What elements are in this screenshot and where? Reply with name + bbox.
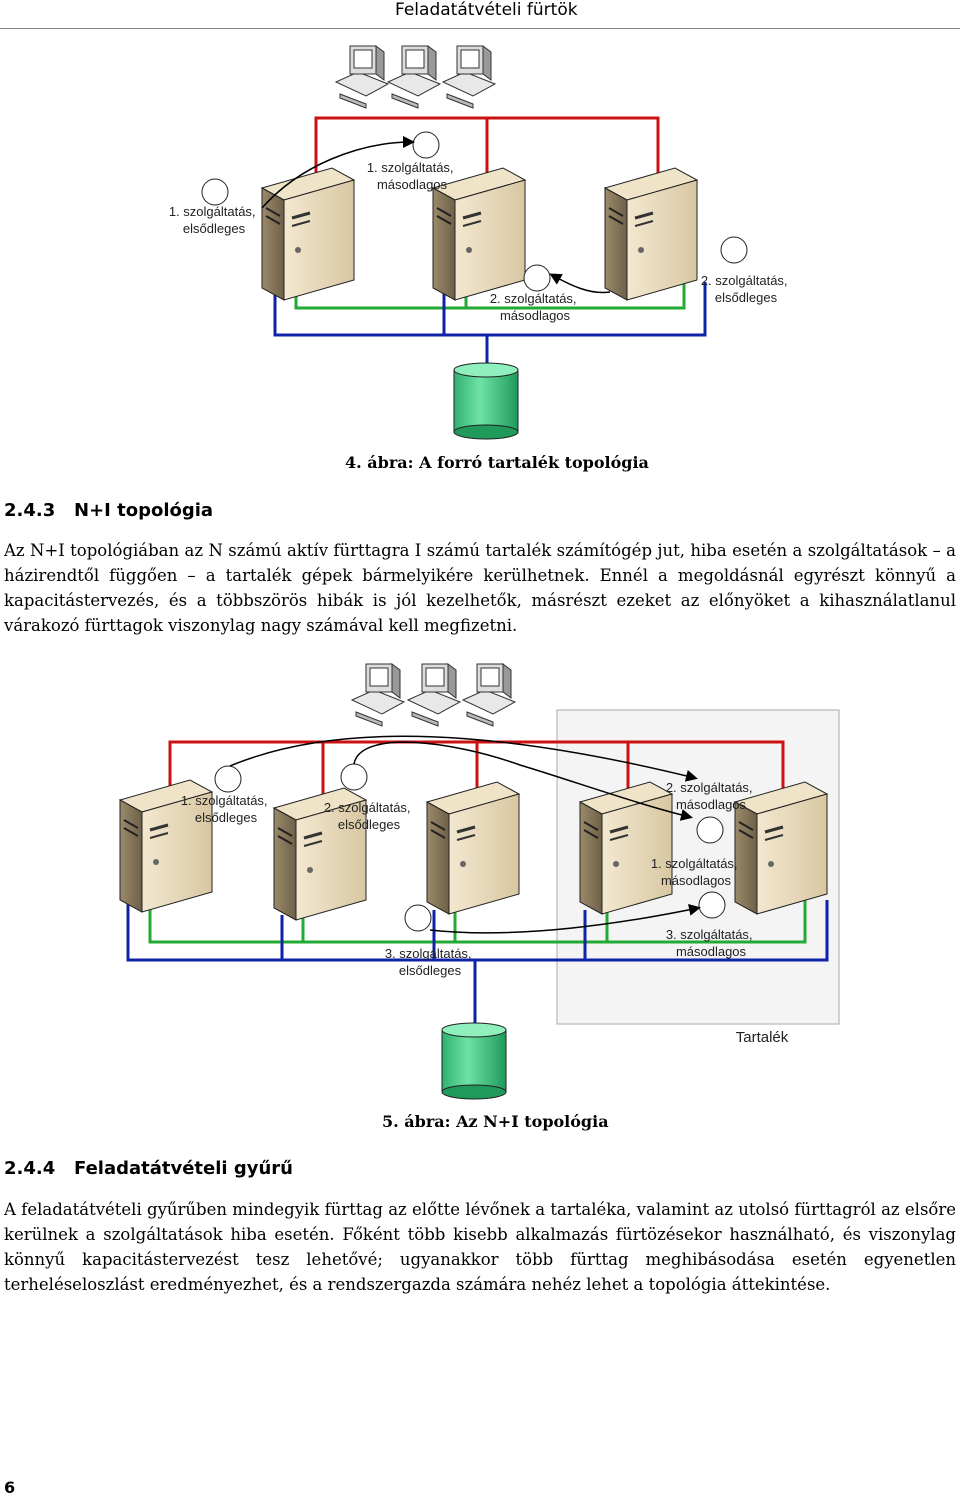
client-computer-icon: [442, 45, 496, 109]
section-2-4-3-paragraph: Az N+I topológiában az N számú aktív für…: [4, 541, 956, 635]
label-s2-primary: 2. szolgáltatás, elsődleges: [324, 800, 414, 832]
client-computer-icon: [335, 45, 389, 109]
service-circle-icon: [201, 178, 229, 206]
client-computer-icon: [351, 663, 405, 727]
section-2-4-4-paragraph: A feladatátvételi gyűrűben mindegyik für…: [4, 1200, 956, 1294]
heartbeat-network-green: [148, 895, 807, 944]
client-computer-icon: [387, 45, 441, 109]
shared-disk-icon: [441, 1022, 507, 1100]
section-title: Feladatátvételi gyűrű: [74, 1158, 293, 1179]
label-s1-secondary: 1. szolgáltatás, másodlagos: [367, 160, 457, 192]
label-s1-primary: 1. szolgáltatás, elsődleges: [181, 793, 271, 825]
client-computer-icon: [462, 663, 516, 727]
service-circle-icon: [698, 891, 726, 919]
label-reserve: Tartalék: [736, 1029, 789, 1046]
failover-arrow: [353, 741, 693, 821]
section-heading-2-4-3: 2.4.3 N+I topológia: [4, 500, 213, 521]
storage-network-blue: [273, 282, 707, 365]
failover-arrow: [261, 136, 415, 209]
figure-4-diagram: 1. szolgáltatás, elsődleges 1. szolgálta…: [169, 45, 791, 440]
client-network-red: [314, 116, 660, 180]
service-circle-icon: [523, 264, 551, 292]
label-s3-primary: 3. szolgáltatás, elsődleges: [385, 946, 475, 978]
cluster-node-server-icon: [733, 780, 829, 916]
failover-arrow: [549, 273, 611, 294]
figure-5-diagram: 1. szolgáltatás, elsődleges 2. szolgálta…: [118, 663, 840, 1100]
section-number: 2.4.4: [4, 1158, 56, 1179]
cluster-node-server-icon: [425, 780, 521, 916]
section-title: N+I topológia: [74, 500, 214, 521]
label-s3-secondary: 3. szolgáltatás, másodlagos: [666, 927, 756, 959]
client-computer-icon: [407, 663, 461, 727]
cluster-node-server-icon: [603, 166, 699, 302]
service-circle-icon: [412, 131, 440, 159]
failover-arrow: [229, 735, 698, 782]
label-s2-secondary: 2. szolgáltatás, másodlagos: [666, 780, 756, 812]
figure-5-caption: 5. ábra: Az N+I topológia: [382, 1112, 609, 1131]
figure-4-caption: 4. ábra: A forró tartalék topológia: [345, 453, 649, 472]
running-header: Feladatátvételi fürtök: [395, 0, 578, 20]
service-circle-icon: [214, 765, 242, 793]
service-circle-icon: [340, 763, 368, 791]
section-number: 2.4.3: [4, 500, 56, 521]
label-s2-secondary: 2. szolgáltatás, másodlagos: [490, 291, 580, 323]
failover-arrow: [429, 903, 701, 934]
page-number: 6: [4, 1478, 16, 1497]
cluster-node-server-icon: [260, 166, 356, 302]
storage-network-blue: [126, 895, 829, 1025]
header-rule: [0, 28, 960, 29]
section-heading-2-4-4: 2.4.4 Feladatátvételi gyűrű: [4, 1158, 293, 1179]
shared-disk-icon: [453, 362, 519, 440]
label-s1-primary: 1. szolgáltatás, elsődleges: [169, 204, 259, 236]
service-circle-icon: [404, 904, 432, 932]
service-circle-icon: [696, 816, 724, 844]
label-s1-secondary: 1. szolgáltatás, másodlagos: [651, 856, 741, 888]
label-s2-primary: 2. szolgáltatás, elsődleges: [701, 273, 791, 305]
service-circle-icon: [720, 236, 748, 264]
cluster-node-server-icon: [578, 780, 674, 916]
